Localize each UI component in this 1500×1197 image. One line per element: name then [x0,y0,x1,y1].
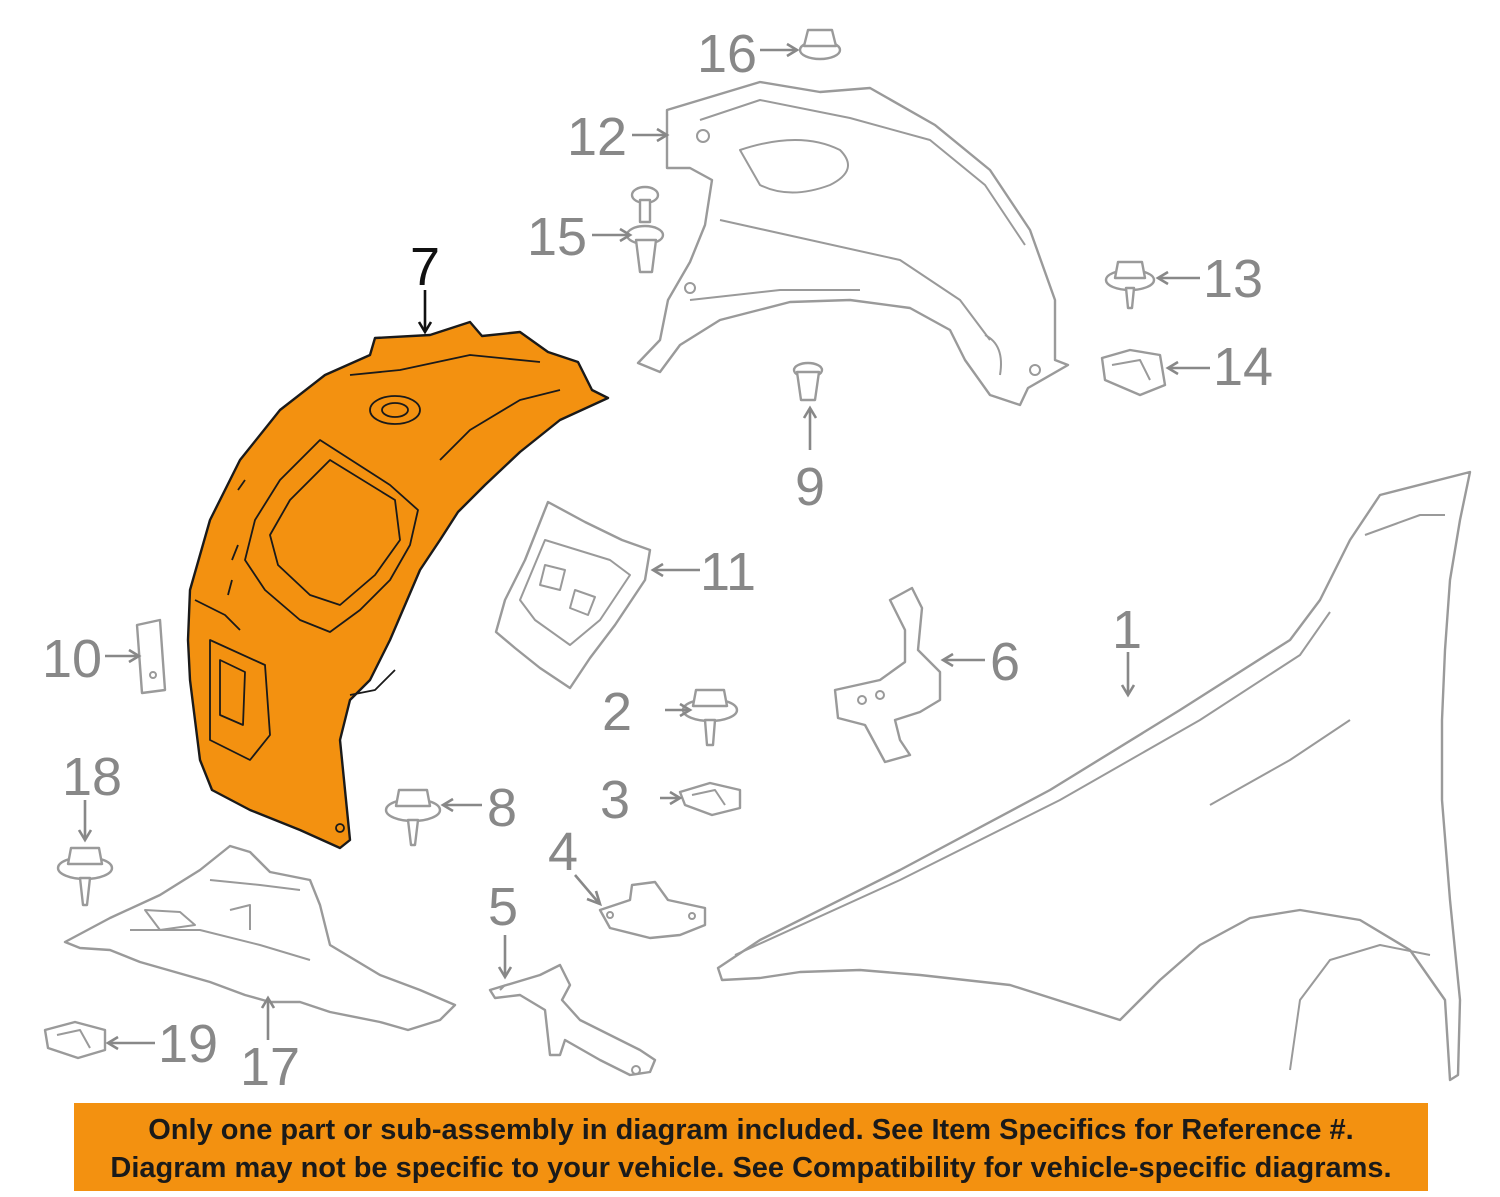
part-9-rivet [792,361,824,402]
callout-11: 11 [700,542,756,602]
callout-1: 1 [1112,600,1142,660]
callout-12: 12 [567,107,627,167]
part-14-clip-nut [1100,348,1167,397]
callout-4: 4 [548,822,578,882]
part-5-bracket [488,963,657,1077]
part-4-clip [598,880,707,940]
callout-9: 9 [795,457,825,517]
callout-labels: 16 12 15 13 14 9 11 6 1 10 2 3 4 5 8 18 … [42,24,1273,1097]
callout-19: 19 [158,1014,218,1074]
part-7-wheel-arch-liner [186,320,610,850]
part-11-bracket-panel [494,500,652,690]
callout-5: 5 [488,877,518,937]
part-13-bolt [1104,260,1156,310]
callout-18: 18 [62,747,122,807]
leader-lines [77,42,1210,1051]
callout-10: 10 [42,629,102,689]
disclaimer-banner: Only one part or sub-assembly in diagram… [74,1103,1428,1191]
callout-2: 2 [602,682,632,742]
part-1-fender [716,470,1472,1082]
part-6-bracket [833,586,942,764]
callout-13: 13 [1203,249,1263,309]
disclaimer-line-2: Diagram may not be specific to your vehi… [110,1152,1392,1184]
callout-16: 16 [697,24,757,84]
part-12-upper-wheelhouse-shield [636,80,1070,407]
callout-7: 7 [410,237,440,297]
disclaimer-line-1: Only one part or sub-assembly in diagram… [148,1114,1354,1146]
callout-8: 8 [487,778,517,838]
part-3-clip-nut [678,781,742,817]
part-8-bolt [384,788,442,847]
part-19-clip-nut [43,1020,107,1060]
callout-3: 3 [600,770,630,830]
part-2-bolt [681,688,739,747]
part-17-splash-shield [63,844,457,1032]
callout-15: 15 [527,207,587,267]
callout-17: 17 [240,1037,300,1097]
callout-6: 6 [990,632,1020,692]
callout-14: 14 [1213,337,1273,397]
part-10-clip [135,618,167,695]
part-18-bolt [56,846,114,907]
part-16-bolt [798,28,842,61]
part-15-push-pin [625,185,665,274]
